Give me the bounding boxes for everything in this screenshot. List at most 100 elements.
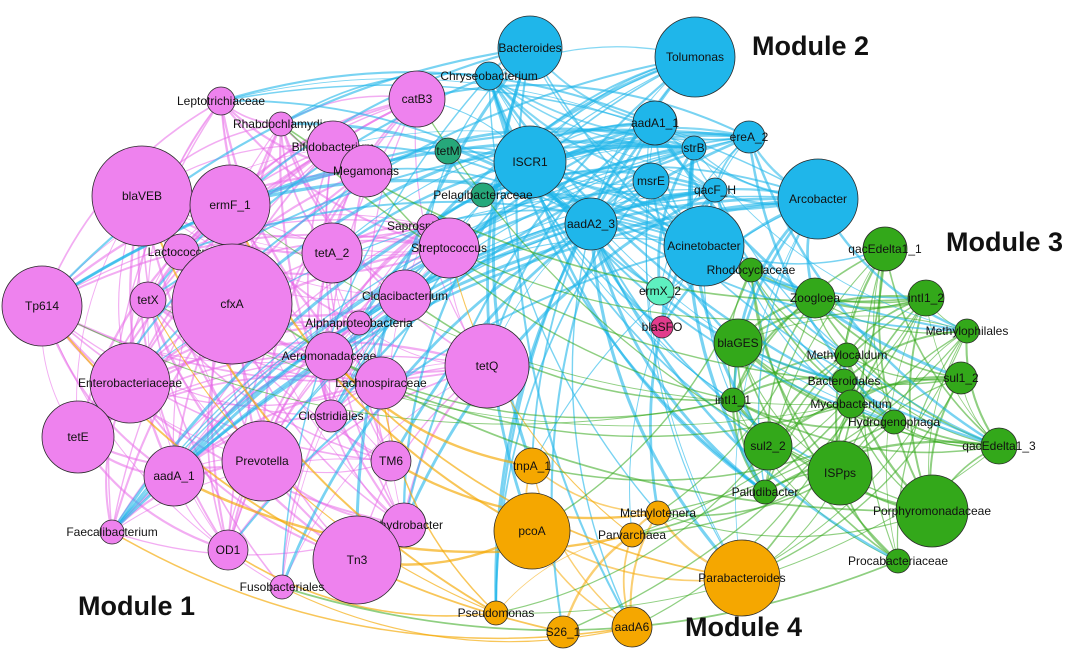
node-label: Cloacibacterium	[362, 289, 448, 303]
node-circle	[681, 135, 707, 161]
node-label: S26_1	[546, 625, 581, 639]
node-od1: OD1	[207, 529, 249, 571]
node-hydrogenophaga: Hydrogenophaga	[848, 409, 940, 435]
node-cloacibacterium: Cloacibacterium	[362, 269, 448, 323]
node-label: tetA_2	[315, 246, 350, 260]
node-bacteroides: Bacteroides	[497, 15, 563, 81]
node-procabacteriaceae: Procabacteriaceae	[848, 548, 948, 574]
node-circle	[444, 323, 530, 409]
edge	[631, 297, 927, 536]
node-pcoa: pcoA	[493, 492, 571, 570]
node-circle	[836, 389, 866, 419]
node-label: aadA_1	[153, 469, 195, 483]
node-sul2-2: sul2_2	[743, 421, 793, 471]
node-label: qacF_H	[694, 183, 736, 197]
node-circle	[143, 445, 205, 507]
node-circle	[777, 158, 859, 240]
node-circle	[89, 342, 171, 424]
node-qacf-h: qacF_H	[694, 177, 736, 203]
edge	[657, 297, 816, 514]
node-circle	[794, 277, 836, 319]
node-circle	[312, 515, 402, 605]
node-circle	[885, 548, 911, 574]
edge	[750, 269, 848, 356]
node-circle	[418, 217, 480, 279]
node-label: msrE	[637, 174, 665, 188]
node-label: Lachnospiraceae	[335, 376, 427, 390]
node-label: ISPps	[824, 466, 856, 480]
node-chryseobacterium: Chryseobacterium	[440, 61, 538, 91]
node-circle	[339, 144, 393, 198]
node-circle	[301, 222, 363, 284]
node-tete: tetE	[41, 400, 115, 474]
node-label: Methylophilales	[926, 324, 1009, 338]
node-catb3: catB3	[388, 70, 446, 128]
node-label: sul2_2	[750, 439, 786, 453]
node-s26-1: S26_1	[546, 615, 581, 649]
node-tetq: tetQ	[444, 323, 530, 409]
node-megamonas: Megamonas	[333, 144, 399, 198]
edge	[531, 269, 752, 532]
node-circle	[743, 421, 793, 471]
edge	[732, 399, 895, 429]
node-qacedelta1-1: qacEdelta1_1	[848, 226, 922, 272]
node-label: tetX	[137, 293, 158, 307]
node-tp614: Tp614	[1, 265, 83, 347]
edge	[528, 161, 766, 494]
node-ermf-1: ermF_1	[189, 164, 271, 246]
node-porphyromonadaceae: Porphyromonadaceae	[873, 474, 991, 548]
edge	[843, 330, 968, 382]
node-label: blaSFO	[642, 320, 683, 334]
edge	[226, 225, 430, 551]
node-label: Pelagibacteraceae	[433, 188, 533, 202]
edge	[734, 198, 819, 579]
node-circle	[513, 447, 551, 485]
node-label: Acinetobacter	[667, 239, 740, 253]
node-circle	[493, 125, 567, 199]
node-label: Aeromonadaceae	[282, 349, 377, 363]
node-tetm: tetM	[434, 137, 462, 165]
node-circle	[732, 120, 766, 154]
node-label: ermF_1	[209, 198, 251, 212]
node-msre: msrE	[632, 162, 670, 200]
node-acinetobacter: Acinetobacter	[663, 205, 745, 287]
node-circle	[862, 226, 908, 272]
node-label: intI1_2	[908, 291, 944, 305]
node-circle	[483, 600, 509, 626]
node-prevotella: Prevotella	[221, 420, 303, 502]
node-label: ISCR1	[512, 155, 548, 169]
node-label: TM6	[379, 454, 403, 468]
node-aada-1: aadA_1	[143, 445, 205, 507]
node-circle	[944, 361, 978, 395]
node-pelagibacteraceae: Pelagibacteraceae	[433, 182, 533, 208]
edge	[220, 84, 819, 200]
edge	[220, 71, 656, 124]
node-label: cfxA	[220, 297, 243, 311]
node-label: blaGES	[717, 336, 758, 350]
node-circle	[654, 16, 736, 98]
node-aada1-1: aadA1_1	[631, 100, 679, 146]
node-methylocaldum: Methylocaldum	[807, 342, 888, 368]
edge	[629, 245, 705, 536]
edge	[884, 248, 1000, 447]
node-label: intI1_1	[715, 393, 751, 407]
edge	[281, 295, 406, 588]
edge	[448, 247, 927, 321]
node-tm6: TM6	[370, 440, 412, 482]
edge	[529, 47, 1000, 447]
node-label: tnpA_1	[513, 459, 551, 473]
node-circle	[470, 182, 496, 208]
node-circle	[632, 162, 670, 200]
node-circle	[354, 356, 408, 410]
node-ispps: ISPps	[807, 440, 873, 506]
node-circle	[129, 281, 167, 319]
edge	[281, 586, 633, 643]
node-circle	[881, 409, 907, 435]
edge	[653, 122, 962, 380]
node-label: Bacteroidales	[808, 374, 881, 388]
node-clostridiales: Clostridiales	[298, 399, 364, 433]
node-circle	[268, 111, 294, 137]
node-label: Alphaproteobacteria	[305, 316, 413, 330]
node-label: Methylocaldum	[807, 348, 888, 362]
